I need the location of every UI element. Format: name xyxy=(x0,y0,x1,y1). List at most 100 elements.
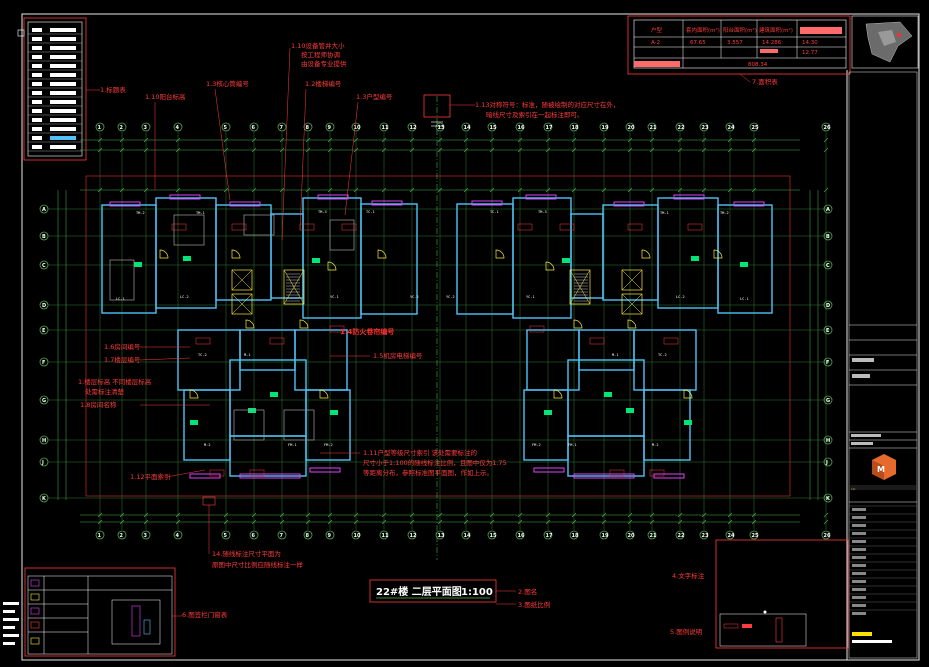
dim-tick xyxy=(279,519,285,525)
fixture xyxy=(248,408,256,413)
door-swing xyxy=(641,249,651,259)
axis-bubble xyxy=(821,530,831,540)
axis-label-left: F xyxy=(826,360,829,366)
axis-bubble xyxy=(823,204,833,214)
axis-label-top: 13 xyxy=(438,533,445,539)
axis-bubble xyxy=(823,357,833,367)
dim-index-box xyxy=(329,325,345,333)
dim-tick xyxy=(727,519,733,525)
room-tag: LC-1 xyxy=(740,297,749,301)
dim-tick xyxy=(545,147,551,153)
legend-row-mark xyxy=(32,109,42,113)
dim-tick xyxy=(677,512,683,518)
legend-row-value xyxy=(50,91,76,95)
axis-bubble xyxy=(39,493,49,503)
axis-label-left: C xyxy=(42,263,46,269)
axis-label-left: G xyxy=(42,398,46,404)
dim-tick xyxy=(175,512,181,518)
dim-tick xyxy=(437,519,443,525)
axis-bubble xyxy=(379,530,389,540)
axis-bubble xyxy=(625,530,635,540)
dim-tick xyxy=(353,137,359,143)
legend-row-value xyxy=(50,100,76,104)
dim-index-box xyxy=(627,223,643,231)
axis-label-top: 22 xyxy=(678,125,685,131)
wall-outline xyxy=(523,389,569,461)
elevator-cross xyxy=(283,269,305,305)
axis-bubble xyxy=(39,231,49,241)
door-swing xyxy=(495,249,505,259)
dim-tick xyxy=(143,187,149,193)
wall-outline xyxy=(229,359,307,437)
axis-label-top: 24 xyxy=(728,533,735,539)
ann-scale-dim-2: 原图中尺寸比例应随线标注一样 xyxy=(212,560,304,569)
dim-tick xyxy=(489,137,495,143)
dim-tick xyxy=(463,137,469,143)
axis-bubble xyxy=(141,122,151,132)
window xyxy=(109,201,141,207)
axis-bubble xyxy=(515,122,525,132)
dim-tick xyxy=(143,147,149,153)
door-swing xyxy=(627,319,637,329)
legend-row-mark xyxy=(32,37,42,41)
fixture xyxy=(312,258,320,263)
dim-tick xyxy=(353,187,359,193)
tb-row-label xyxy=(852,596,866,599)
legend-row-mark xyxy=(32,100,42,104)
area-cell-0-1: 67.65 xyxy=(690,40,706,46)
dim-tick xyxy=(627,137,633,143)
legend-row-mark xyxy=(32,46,42,50)
axis-bubble xyxy=(117,122,127,132)
ann-drawing-scale: 3.图纸比例 xyxy=(518,600,550,609)
axis-bubble xyxy=(823,457,833,467)
dim-tick xyxy=(517,519,523,525)
dim-tick xyxy=(305,137,311,143)
fixture xyxy=(604,392,612,397)
dim-tick xyxy=(353,512,359,518)
wall-outline xyxy=(567,435,645,477)
door-swing xyxy=(683,389,693,399)
axis-label-top: 2 xyxy=(120,533,124,539)
window xyxy=(673,194,705,200)
axis-label-left: E xyxy=(42,328,46,334)
dim-tick xyxy=(223,147,229,153)
axis-label-top: 25 xyxy=(752,125,759,131)
axis-bubble xyxy=(39,300,49,310)
axis-bubble xyxy=(435,122,445,132)
door-swing xyxy=(545,261,555,271)
ann-plan-index: 1.12平面索引 xyxy=(130,472,170,481)
fixture xyxy=(626,408,634,413)
axis-bubble xyxy=(675,122,685,132)
drawing-title: 22#楼 二层平面图 1:100 2.图名 3.图纸比例 xyxy=(369,579,550,609)
ann-fire-shutter: 1.4防火卷帘编号 xyxy=(340,327,394,336)
axis-label-left: D xyxy=(826,303,830,309)
dim-tick xyxy=(251,137,257,143)
symmetry-marker xyxy=(423,94,451,560)
dim-tick xyxy=(823,137,829,143)
axis-bubble xyxy=(435,530,445,540)
elevator-cross xyxy=(569,269,591,305)
axis-bubble xyxy=(303,122,313,132)
dim-tick xyxy=(143,519,149,525)
axis-bubble xyxy=(221,122,231,132)
door-swing xyxy=(573,319,583,329)
axis-label-left: B xyxy=(42,234,46,240)
window xyxy=(573,473,635,479)
dim-index-box xyxy=(687,223,703,231)
dim-tick xyxy=(305,512,311,518)
dim-tick xyxy=(305,519,311,525)
dim-tick xyxy=(279,187,285,193)
dim-index-box xyxy=(517,223,533,231)
dim-tick xyxy=(251,187,257,193)
axis-bubble xyxy=(407,122,417,132)
dim-tick xyxy=(409,512,415,518)
room-tag: FM-2 xyxy=(532,443,541,447)
legend-row-mark xyxy=(32,118,42,122)
dim-tick xyxy=(517,137,523,143)
window xyxy=(733,201,765,207)
axis-bubble xyxy=(823,395,833,405)
dim-tick xyxy=(571,187,577,193)
dim-tick xyxy=(489,512,495,518)
dim-tick xyxy=(571,519,577,525)
tb-row-label xyxy=(852,508,866,511)
